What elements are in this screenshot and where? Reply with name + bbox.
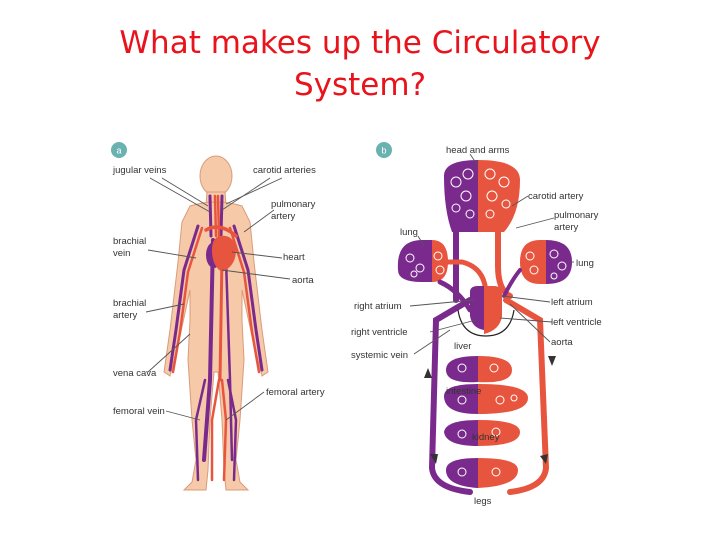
flow-arrows: [424, 356, 556, 464]
label-carotid-artery: carotid artery: [528, 191, 584, 202]
panel-a-leaders: [145, 177, 291, 421]
panel-b-leaders: [409, 153, 574, 355]
vessels-schematic: [428, 229, 550, 495]
panel-b-badge-text: b: [381, 146, 386, 156]
label-jugular-veins: jugular veins: [112, 165, 167, 176]
label-aorta: aorta: [292, 275, 314, 286]
lung-left-shape: [397, 240, 448, 282]
label-legs: legs: [474, 496, 492, 507]
panel-b-badge: [376, 142, 392, 158]
veins-body: [168, 194, 264, 482]
label-femoral-artery: femoral artery: [266, 387, 325, 398]
label-pulmonary-artery-line1: pulmonary: [271, 199, 316, 210]
head-arms-capillary-bed: [444, 160, 520, 232]
label-carotid-arteries: carotid arteries: [253, 165, 316, 176]
panel-a-badge: [111, 142, 127, 158]
label-right-atrium: right atrium: [354, 301, 402, 312]
label-brachial-artery-line2: artery: [113, 310, 138, 321]
panel-b-labels: head and arms carotid artery pulmonary a…: [351, 145, 602, 507]
slide-title-line-2: System?: [293, 67, 427, 103]
label-left-atrium: left atrium: [551, 297, 593, 308]
heart-schematic: [457, 286, 515, 337]
label-systemic-vein: systemic vein: [351, 350, 408, 361]
label-right-ventricle: right ventricle: [351, 327, 408, 338]
label-liver: liver: [454, 341, 471, 352]
label-intestine: intestine: [446, 386, 481, 397]
label-brachial-artery-line1: brachial: [113, 298, 146, 309]
label-lung-left: lung: [400, 227, 418, 238]
label-brachial-vein-line2: vein: [113, 248, 130, 259]
label-kidney: kidney: [472, 432, 500, 443]
label-pulmonary-artery-b-line1: pulmonary: [554, 210, 599, 221]
panel-b: b: [351, 142, 602, 507]
lung-right-shape: [520, 240, 572, 284]
label-brachial-vein-line1: brachial: [113, 236, 146, 247]
heart-shape: [212, 235, 236, 272]
panel-a-badge-text: a: [116, 146, 121, 156]
label-left-ventricle: left ventricle: [551, 317, 602, 328]
label-pulmonary-artery-line2: artery: [271, 211, 296, 222]
label-vena-cava: vena cava: [113, 368, 157, 379]
slide-title-line-1: What makes up the Circulatory: [119, 25, 601, 61]
slide-title: What makes up the Circulatory System?: [0, 22, 720, 106]
label-lung-right: lung: [576, 258, 594, 269]
label-pulmonary-artery-b-line2: artery: [554, 222, 579, 233]
organ-capillary-beds: [444, 356, 528, 488]
label-femoral-vein: femoral vein: [113, 406, 165, 417]
label-heart: heart: [283, 252, 305, 263]
panel-a: a: [111, 142, 325, 491]
panel-a-labels: jugular veins carotid arteries pulmonary…: [112, 165, 325, 417]
label-head-and-arms: head and arms: [446, 145, 510, 156]
label-aorta-b: aorta: [551, 337, 573, 348]
